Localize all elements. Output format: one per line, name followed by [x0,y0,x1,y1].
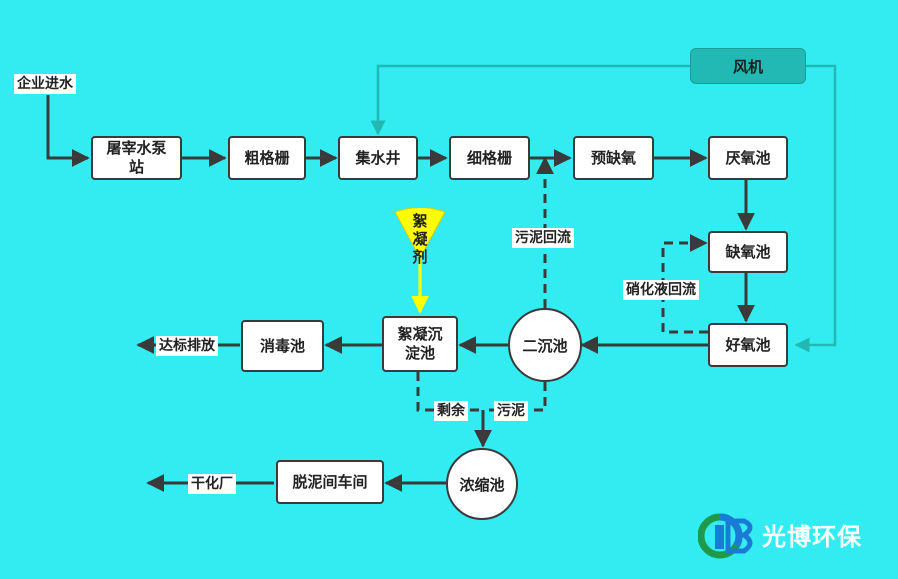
surplus-label: 剩余 [434,401,468,421]
nitrate-return-line [661,234,708,334]
guangbo-logo-icon [698,513,753,559]
air-line-to-aerobic [794,64,837,353]
anaerobic-box: 厌氧池 [708,136,788,180]
thickener-label: 浓缩池 [459,475,505,494]
sludge-return-label: 污泥回流 [512,228,574,248]
fine-screen-box: 细格栅 [449,136,530,180]
thickener-circle: 浓缩池 [446,448,518,520]
inflow-label: 企业进水 [14,74,76,94]
coarse-screen-box: 粗格栅 [228,136,306,180]
fan-label: 风机 [732,57,763,76]
secondary-clarifier-label: 二沉池 [522,336,568,355]
anoxic-box: 缺氧池 [708,231,788,273]
coagulant-fan-shape [394,207,446,260]
air-line-to-sump [370,64,690,136]
sludge-label: 污泥 [494,401,528,421]
inflow-line [46,95,90,167]
nitrate-return-label: 硝化液回流 [623,280,699,300]
sump-box: 集水井 [338,136,418,180]
dryer-label: 干化厂 [188,474,236,494]
pump-station-box: 屠宰水泵 站 [91,136,182,180]
pre-anoxic-box: 预缺氧 [573,136,654,180]
coagulant-label: 絮 凝 剂 [412,212,428,266]
fan-box: 风机 [690,48,806,84]
dewatering-box: 脱泥间车间 [276,460,384,504]
aerobic-box: 好氧池 [708,323,788,367]
disinfection-box: 消毒池 [241,320,324,372]
secondary-clarifier-circle: 二沉池 [508,308,582,382]
brand-name: 光博环保 [762,523,862,551]
discharge-label: 达标排放 [156,336,218,356]
coag-sedimentation-box: 絮凝沉 淀池 [382,316,458,372]
